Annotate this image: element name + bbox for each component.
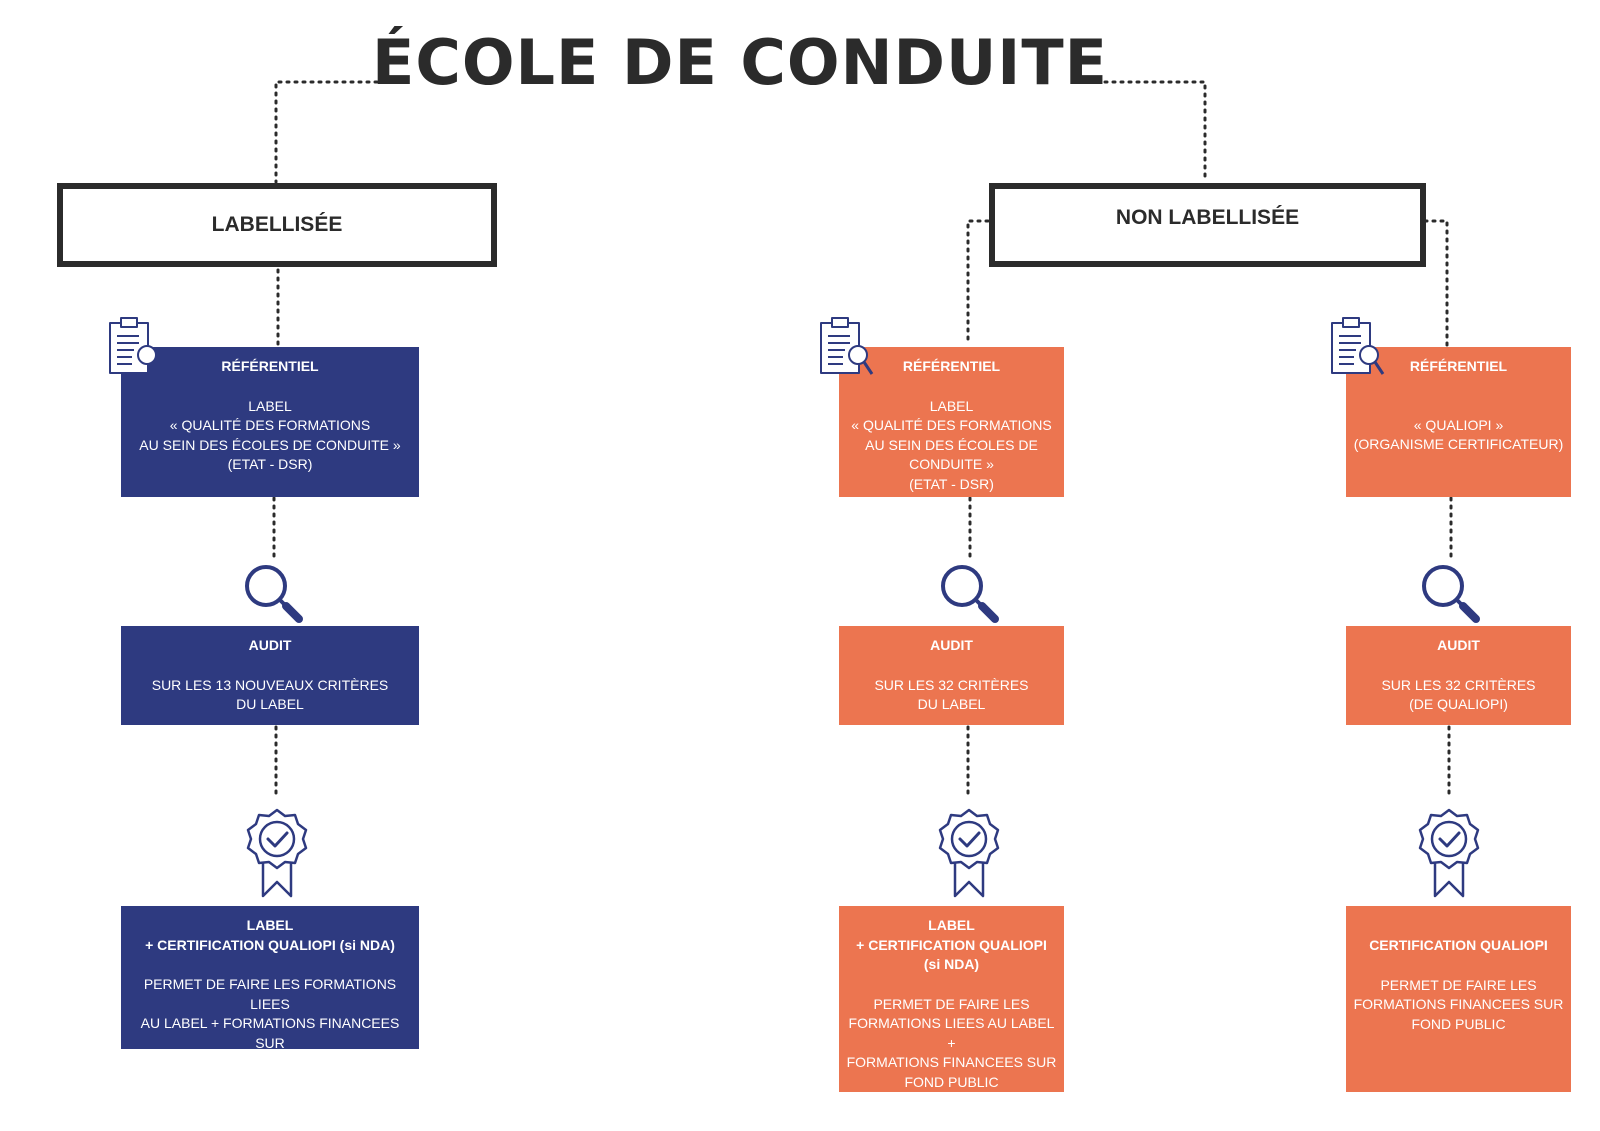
category-non-labellisee-label: NON LABELLISÉE (1115, 206, 1300, 229)
qual-referentiel-box: RÉFÉRENTIEL « QUALIOPI » (ORGANISME CERT… (1346, 347, 1571, 497)
award-badge-icon (246, 808, 308, 900)
mid-referentiel-heading: RÉFÉRENTIEL (902, 358, 1001, 374)
connector-right-cat-branch-label (966, 219, 990, 347)
left-referentiel-body: LABEL « QUALITÉ DES FORMATIONS AU SEIN D… (139, 397, 401, 473)
left-result-heading: LABEL + CERTIFICATION QUALIOPI (si NDA) (145, 917, 395, 953)
clipboard-search-icon (819, 316, 875, 378)
magnifier-icon (242, 562, 304, 624)
qual-audit-heading: AUDIT (1437, 637, 1480, 653)
left-audit-heading: AUDIT (248, 637, 292, 653)
mid-audit-body: SUR LES 32 CRITÈRES DU LABEL (874, 676, 1029, 713)
mid-result-heading: LABEL + CERTIFICATION QUALIOPI (si NDA) (856, 917, 1047, 972)
category-non-labellisee: NON LABELLISÉE (989, 183, 1426, 267)
qual-referentiel-body: « QUALIOPI » (ORGANISME CERTIFICATEUR) (1353, 416, 1564, 453)
award-badge-icon (1418, 808, 1480, 900)
mid-referentiel-box: RÉFÉRENTIEL LABEL « QUALITÉ DES FORMATIO… (839, 347, 1064, 497)
page-title: ÉCOLE DE CONDUITE (371, 26, 1109, 99)
mid-result-box: LABEL + CERTIFICATION QUALIOPI (si NDA) … (839, 906, 1064, 1092)
connector-title-right (1103, 80, 1207, 184)
connector-right-cat-branch-qualiopi (1423, 219, 1449, 347)
mid-audit-box: AUDIT SUR LES 32 CRITÈRES DU LABEL (839, 626, 1064, 725)
category-labellisee: LABELLISÉE (57, 183, 497, 267)
mid-result-body: PERMET DE FAIRE LES FORMATIONS LIEES AU … (846, 995, 1057, 1090)
clipboard-search-icon (108, 316, 164, 378)
award-badge-icon (938, 808, 1000, 900)
clipboard-search-icon (1330, 316, 1386, 378)
category-labellisee-label: LABELLISÉE (211, 213, 343, 236)
left-referentiel-box: RÉFÉRENTIEL LABEL « QUALITÉ DES FORMATIO… (121, 347, 419, 497)
qual-result-box: CERTIFICATION QUALIOPI PERMET DE FAIRE L… (1346, 906, 1571, 1092)
magnifier-icon (1419, 562, 1481, 624)
mid-audit-heading: AUDIT (930, 637, 973, 653)
left-referentiel-heading: RÉFÉRENTIEL (221, 358, 319, 374)
qual-result-body: PERMET DE FAIRE LES FORMATIONS FINANCEES… (1353, 976, 1564, 1032)
left-result-box: LABEL + CERTIFICATION QUALIOPI (si NDA) … (121, 906, 419, 1070)
left-audit-body: SUR LES 13 NOUVEAUX CRITÈRES DU LABEL (151, 676, 389, 713)
qual-audit-body: SUR LES 32 CRITÈRES (DE QUALIOPI) (1381, 676, 1536, 713)
qual-audit-box: AUDIT SUR LES 32 CRITÈRES (DE QUALIOPI) (1346, 626, 1571, 725)
connector-title-left (274, 80, 387, 184)
mid-referentiel-body: LABEL « QUALITÉ DES FORMATIONS AU SEIN D… (851, 397, 1052, 492)
left-audit-box: AUDIT SUR LES 13 NOUVEAUX CRITÈRES DU LA… (121, 626, 419, 725)
qual-referentiel-heading: RÉFÉRENTIEL (1409, 358, 1508, 374)
left-result-body: PERMET DE FAIRE LES FORMATIONS LIEES AU … (140, 976, 400, 1070)
qual-result-heading: CERTIFICATION QUALIOPI (1369, 937, 1548, 953)
magnifier-icon (938, 562, 1000, 624)
